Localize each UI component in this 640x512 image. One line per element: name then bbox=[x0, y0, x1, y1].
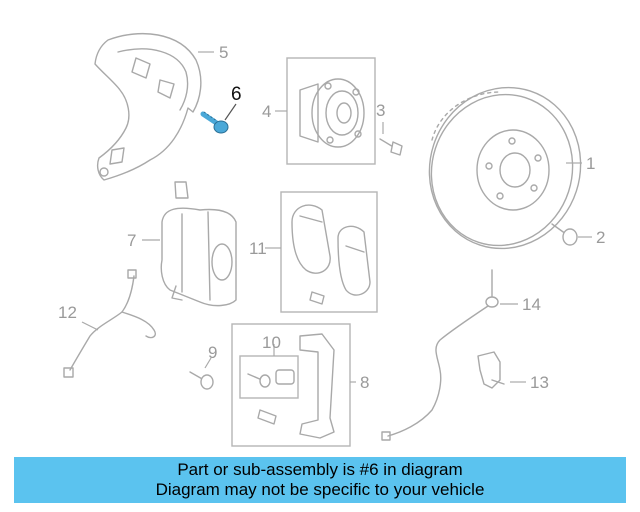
parts-diagram: 5 6 4 3 1 bbox=[58, 32, 605, 447]
callout-6: 6 bbox=[231, 84, 242, 105]
callout-11: 11 bbox=[249, 239, 267, 258]
callout-7: 7 bbox=[127, 231, 136, 250]
brake-hose-part[interactable] bbox=[63, 269, 156, 378]
callout-3: 3 bbox=[376, 101, 385, 120]
brake-caliper-part[interactable] bbox=[160, 181, 237, 307]
banner-line-part-number: Part or sub-assembly is #6 in diagram bbox=[177, 460, 463, 479]
callout-8: 8 bbox=[360, 373, 369, 392]
hub-bolt-part[interactable] bbox=[379, 138, 403, 156]
callout-12: 12 bbox=[58, 303, 77, 322]
caliper-bracket-part[interactable] bbox=[257, 333, 335, 439]
callout-13: 13 bbox=[530, 373, 549, 392]
wheel-hub-part[interactable] bbox=[299, 78, 365, 148]
callout-1: 1 bbox=[586, 154, 595, 173]
callout-2: 2 bbox=[596, 228, 605, 247]
brake-pads-part[interactable] bbox=[291, 204, 371, 305]
splash-shield-part[interactable] bbox=[94, 32, 202, 181]
brake-pad-kit-box bbox=[280, 191, 378, 313]
guide-pin-kit-box bbox=[239, 355, 299, 399]
brake-rotor-part[interactable] bbox=[409, 68, 602, 268]
sensor-mount-part[interactable] bbox=[477, 351, 505, 389]
banner-line-disclaimer: Diagram may not be specific to your vehi… bbox=[155, 480, 485, 499]
info-banner: Part or sub-assembly is #6 in diagram Di… bbox=[14, 457, 626, 503]
callout-14: 14 bbox=[522, 295, 541, 314]
abs-sensor-part[interactable] bbox=[381, 269, 499, 441]
bolt-part-6-highlighted[interactable] bbox=[200, 111, 229, 134]
caliper-bracket-box bbox=[231, 323, 351, 447]
rotor-screw-part[interactable] bbox=[551, 223, 578, 246]
callout-9: 9 bbox=[208, 343, 217, 362]
callout-10: 10 bbox=[262, 333, 281, 352]
callout-4: 4 bbox=[262, 102, 271, 121]
callout-5: 5 bbox=[219, 43, 228, 62]
bracket-bolt-part[interactable] bbox=[189, 371, 214, 390]
guide-pin-bolts-part[interactable] bbox=[247, 369, 295, 388]
